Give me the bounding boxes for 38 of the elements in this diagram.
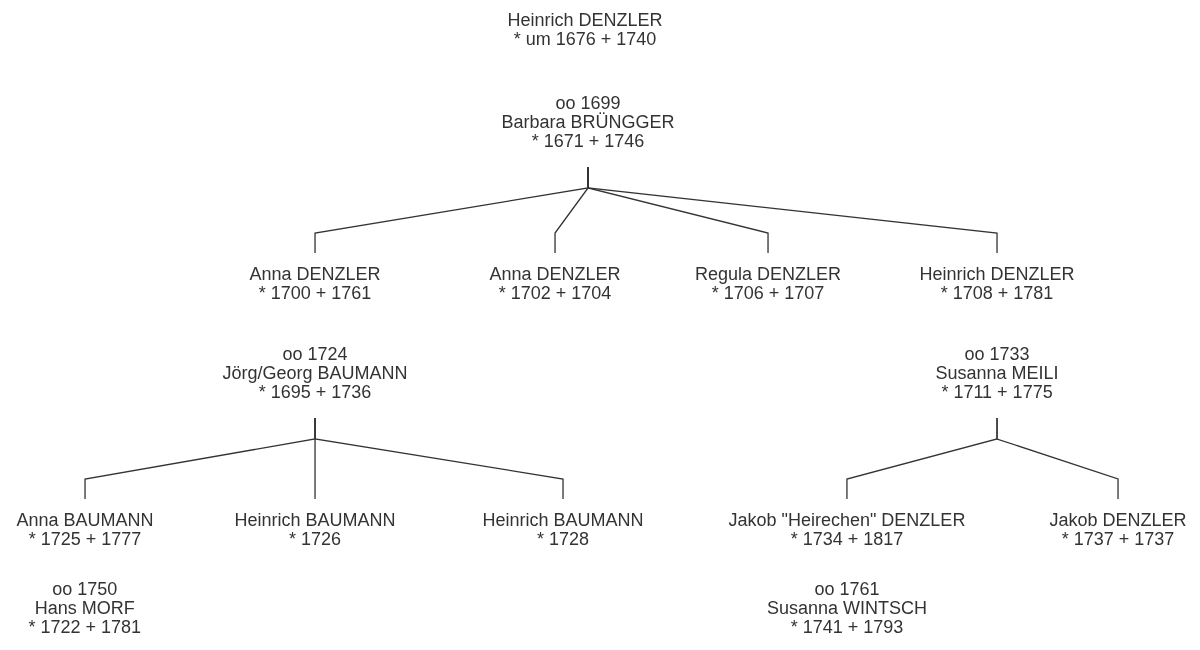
connector-line (587, 166, 998, 254)
person-name: Heinrich DENZLER (919, 265, 1075, 284)
life-dates: * 1734 + 1817 (790, 530, 904, 549)
person-name: Jakob "Heirechen" DENZLER (728, 511, 966, 530)
connector-line (996, 417, 1119, 500)
person-name: Regula DENZLER (695, 265, 842, 284)
life-dates: * 1711 + 1775 (941, 383, 1053, 402)
life-dates: * 1725 + 1777 (28, 530, 142, 549)
spouse-name: Jörg/Georg BAUMANN (222, 364, 408, 383)
life-dates: * 1722 + 1781 (28, 618, 142, 637)
person-name: Anna DENZLER (489, 265, 621, 284)
marriage-date: oo 1750 (52, 580, 118, 599)
marriage-date: oo 1761 (814, 580, 880, 599)
marriage-date: oo 1733 (964, 345, 1030, 364)
life-dates: * 1737 + 1737 (1061, 530, 1175, 549)
life-dates: * 1702 + 1704 (498, 284, 612, 303)
marriage-date: oo 1699 (555, 94, 621, 113)
person-name: Heinrich BAUMANN (482, 511, 644, 530)
life-dates: * 1695 + 1736 (258, 383, 372, 402)
life-dates: * 1741 + 1793 (790, 618, 904, 637)
life-dates: * 1706 + 1707 (711, 284, 825, 303)
life-dates: * 1700 + 1761 (258, 284, 372, 303)
person-name: Heinrich DENZLER (507, 11, 663, 30)
person-name: Heinrich BAUMANN (234, 511, 396, 530)
person-name: Jakob DENZLER (1049, 511, 1187, 530)
life-dates: * 1671 + 1746 (531, 132, 645, 151)
person-name: Anna DENZLER (249, 265, 381, 284)
life-dates: * 1728 (537, 530, 590, 549)
life-dates: * 1708 + 1781 (940, 284, 1054, 303)
spouse-name: Hans MORF (34, 599, 135, 618)
connector-line (314, 417, 564, 500)
life-dates: * um 1676 + 1740 (513, 30, 657, 49)
person-name: Anna BAUMANN (16, 511, 154, 530)
spouse-name: Barbara BRÜNGGER (501, 113, 675, 132)
spouse-name: Susanna MEILI (935, 364, 1059, 383)
marriage-date: oo 1724 (282, 345, 348, 364)
life-dates: * 1726 (289, 530, 342, 549)
spouse-name: Susanna WINTSCH (767, 599, 928, 618)
